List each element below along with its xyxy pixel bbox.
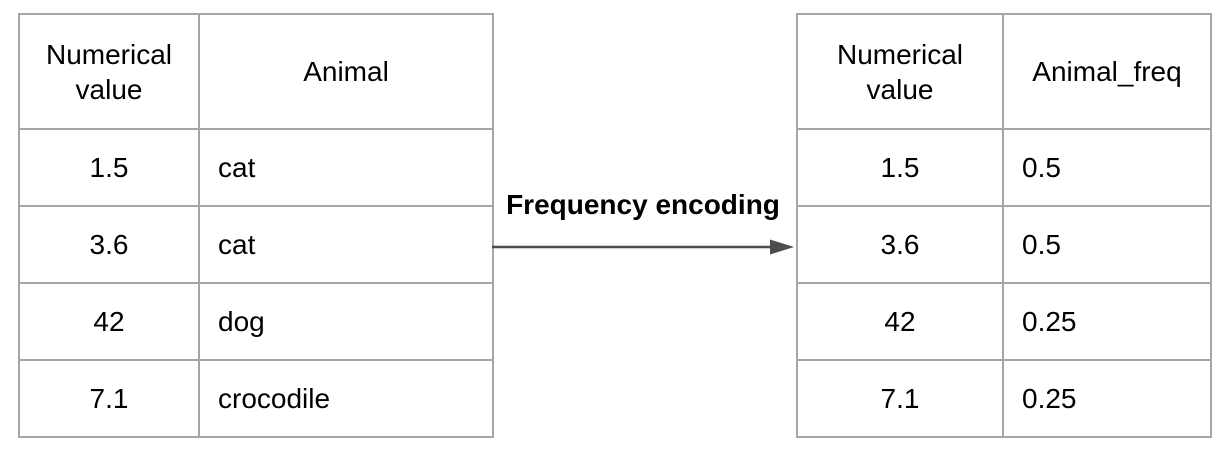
table-row: 1.5 cat [18, 128, 494, 207]
encoded-header-animal-freq: Animal_freq [1002, 13, 1212, 130]
encoded-table: Numerical value Animal_freq 1.5 0.5 3.6 … [796, 13, 1212, 438]
table-row: 42 0.25 [796, 282, 1212, 361]
freq-cell: 0.25 [1002, 359, 1212, 438]
encoded-table-header-row: Numerical value Animal_freq [796, 13, 1212, 130]
numerical-value-cell: 1.5 [796, 128, 1004, 207]
animal-cell: crocodile [198, 359, 494, 438]
numerical-value-cell: 3.6 [18, 205, 200, 284]
source-table: Numerical value Animal 1.5 cat 3.6 cat 4… [18, 13, 494, 438]
table-row: 1.5 0.5 [796, 128, 1212, 207]
encoding-arrow [492, 238, 796, 256]
source-header-numerical-value: Numerical value [18, 13, 200, 130]
numerical-value-cell: 3.6 [796, 205, 1004, 284]
table-row: 7.1 crocodile [18, 359, 494, 438]
numerical-value-cell: 42 [796, 282, 1004, 361]
table-row: 42 dog [18, 282, 494, 361]
table-row: 3.6 cat [18, 205, 494, 284]
animal-cell: dog [198, 282, 494, 361]
freq-cell: 0.5 [1002, 205, 1212, 284]
table-row: 3.6 0.5 [796, 205, 1212, 284]
numerical-value-cell: 7.1 [796, 359, 1004, 438]
source-header-animal: Animal [198, 13, 494, 130]
freq-cell: 0.5 [1002, 128, 1212, 207]
table-row: 7.1 0.25 [796, 359, 1212, 438]
encoding-label: Frequency encoding [506, 189, 780, 220]
numerical-value-cell: 7.1 [18, 359, 200, 438]
freq-cell: 0.25 [1002, 282, 1212, 361]
numerical-value-cell: 1.5 [18, 128, 200, 207]
source-table-header-row: Numerical value Animal [18, 13, 494, 130]
animal-cell: cat [198, 205, 494, 284]
encoded-header-numerical-value: Numerical value [796, 13, 1004, 130]
numerical-value-cell: 42 [18, 282, 200, 361]
animal-cell: cat [198, 128, 494, 207]
right-arrow-icon [492, 239, 794, 255]
